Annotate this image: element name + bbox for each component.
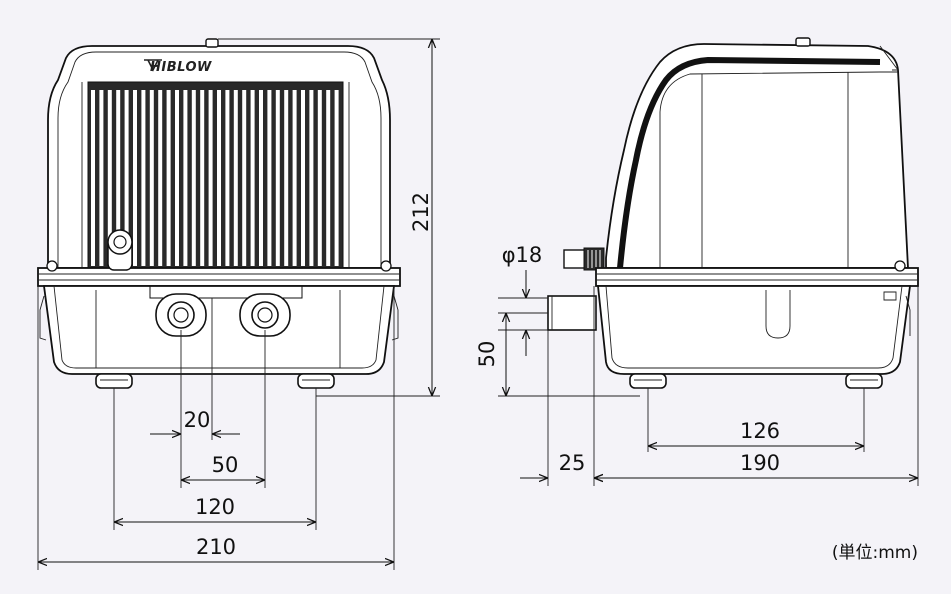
fin-slot: [124, 90, 129, 266]
air-port-left: [155, 293, 207, 337]
dim-port-height: 50: [475, 341, 499, 368]
fin-slot: [91, 90, 95, 266]
top-nub: [205, 38, 219, 48]
front-lower-body: [42, 285, 396, 375]
fin-slot: [166, 90, 171, 266]
fin-slot: [267, 90, 272, 266]
side-view: [547, 37, 919, 389]
side-knob-icon: [563, 247, 605, 271]
fin-slot: [99, 90, 104, 266]
fin-slot: [334, 90, 339, 266]
fin-slot: [242, 90, 247, 266]
fin-slot: [225, 90, 230, 266]
dim-port-offset: 20: [184, 408, 211, 432]
dim-depth: 190: [740, 451, 780, 475]
fin-slot: [217, 90, 221, 266]
side-foot-right: [845, 373, 883, 389]
front-foot-right: [297, 373, 335, 389]
brand-logo: HIBLOW: [150, 60, 212, 75]
fin-slot: [141, 90, 146, 266]
dim-width: 210: [196, 535, 236, 559]
fin-slot: [149, 90, 154, 266]
side-upper-cover: [605, 43, 909, 269]
brand-mark-icon: [144, 59, 162, 72]
dim-pipe-length: 25: [559, 451, 586, 475]
side-lower-body: [597, 285, 912, 375]
side-dimensions: φ18 50 25 126 190: [475, 243, 919, 486]
fin-slot: [183, 90, 188, 266]
fin-slot: [301, 90, 305, 266]
dim-height: 212: [409, 192, 433, 232]
air-port-right: [239, 293, 291, 337]
front-dimensions: 212 20 50 120 210: [37, 38, 440, 570]
side-foot-left: [629, 373, 667, 389]
fin-slot: [275, 90, 280, 266]
fin-slot: [133, 90, 137, 266]
fin-slot: [200, 90, 205, 266]
dim-port-pitch: 50: [212, 453, 239, 477]
fin-slot: [107, 90, 112, 266]
fin-slot: [250, 90, 255, 266]
dim-pipe-diameter: φ18: [502, 243, 543, 267]
front-view: HIBLOW: [37, 38, 401, 389]
front-foot-left: [95, 373, 133, 389]
fin-slot: [317, 90, 322, 266]
dim-side-foot-pitch: 126: [740, 419, 780, 443]
unit-label: (単位:mm): [832, 543, 918, 563]
fin-slot: [292, 90, 297, 266]
front-flange: [37, 267, 401, 287]
fin-slot: [191, 90, 196, 266]
fin-slot: [259, 90, 263, 266]
fin-slot: [309, 90, 314, 266]
fin-slot: [233, 90, 238, 266]
fin-slot: [208, 90, 213, 266]
fin-slot: [175, 90, 179, 266]
dim-foot-pitch: 120: [195, 495, 235, 519]
valve-knob-icon: [107, 229, 133, 271]
fin-slot: [326, 90, 331, 266]
fin-slot: [116, 90, 121, 266]
outlet-pipe: [547, 295, 597, 331]
fin-slot: [158, 90, 163, 266]
side-flange: [595, 267, 919, 287]
fin-slot: [284, 90, 289, 266]
